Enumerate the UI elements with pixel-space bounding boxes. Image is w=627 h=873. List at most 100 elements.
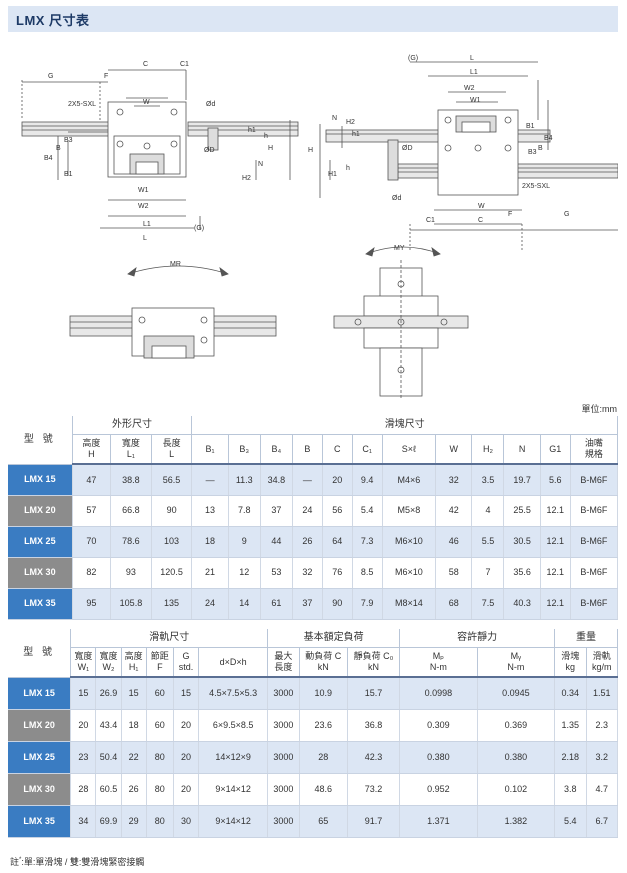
- table1-col-header-line2: L₁: [126, 448, 135, 459]
- table2-col-header-line2: W₂: [102, 661, 115, 672]
- table-cell: 20: [322, 464, 353, 496]
- table-cell: 80: [146, 805, 174, 838]
- table-cell: 93: [110, 557, 152, 589]
- dim-W-right: W: [478, 203, 485, 210]
- table-cell: 73.2: [347, 773, 401, 806]
- dim-C1-right: C1: [426, 217, 435, 224]
- dim-N-right: N: [332, 115, 337, 122]
- table-cell: 1.371: [399, 805, 478, 838]
- table-cell: 1.382: [477, 805, 556, 838]
- table-cell: 13: [191, 495, 229, 527]
- table1-col-header-line1: B₁: [205, 443, 215, 454]
- dim-B4-left: B4: [44, 155, 53, 162]
- table1-col-header-line2: 規格: [584, 448, 603, 459]
- table-cell: 57: [72, 495, 112, 527]
- table-cell: 24: [292, 495, 323, 527]
- model-label: LMX 25: [8, 526, 73, 558]
- dim-G-small-left: (G): [194, 225, 204, 232]
- table1-col-header: C: [322, 434, 353, 465]
- table-cell: 64: [322, 526, 353, 558]
- footnote-mark: *: [19, 857, 22, 863]
- table-cell: 7.9: [352, 588, 383, 620]
- table2-col-header-line2: kg/m: [591, 661, 612, 672]
- dim-h-left: h: [264, 133, 268, 140]
- table1-col-header: B₄: [260, 434, 293, 465]
- table-cell: 9.4: [352, 464, 383, 496]
- table-cell: 42: [435, 495, 473, 527]
- dim-H2-right: H2: [346, 119, 355, 126]
- table1-col-header-line2: H: [88, 448, 95, 459]
- dim-L1-left: L1: [143, 221, 151, 228]
- table-cell: 135: [151, 588, 193, 620]
- table-cell: 32: [435, 464, 473, 496]
- table1-col-header: B₁: [191, 434, 229, 465]
- footnote-text: :單:單滑塊 / 雙:雙滑塊緊密接觸: [21, 857, 145, 867]
- dim-H2-left: H2: [242, 175, 251, 182]
- model-label: LMX 20: [8, 709, 72, 742]
- table-cell: 5.4: [554, 805, 587, 838]
- table1-col-header-line1: N: [518, 443, 526, 454]
- table-cell: 7.5: [471, 588, 505, 620]
- table2-col-header-line1: 滑軌: [592, 651, 611, 662]
- table-cell: 5.4: [352, 495, 383, 527]
- dim-D-right: ØD: [402, 145, 413, 152]
- model-label: LMX 15: [8, 464, 73, 496]
- table-cell: 0.952: [399, 773, 478, 806]
- table-cell: B-M6F: [570, 588, 619, 620]
- dim-W1-right: W1: [470, 97, 481, 104]
- table1-col-header: H₂: [471, 434, 505, 465]
- table-cell: 15: [70, 677, 97, 710]
- table-cell: 15.7: [347, 677, 401, 710]
- table-cell: 0.369: [477, 709, 556, 742]
- table1-col-header-line1: W: [449, 443, 459, 454]
- table-cell: 9×14×12: [198, 773, 269, 806]
- t1-group-outer: 外形尺寸: [72, 416, 193, 435]
- table-cell: 38.8: [110, 464, 152, 496]
- dim-B1-right: B1: [526, 123, 535, 130]
- table2-col-header-line1: 寬度: [99, 651, 118, 662]
- table1-col-header-line1: C₁: [362, 443, 372, 454]
- table1-col-header: G1: [540, 434, 571, 465]
- table-cell: 78.6: [110, 526, 152, 558]
- title-bar: LMX 尺寸表: [8, 6, 618, 32]
- table-cell: 56.5: [151, 464, 193, 496]
- table2-col-header-line2: kN: [367, 661, 379, 672]
- table-cell: 0.309: [399, 709, 478, 742]
- table-cell: 3000: [267, 773, 300, 806]
- table2-col-header-line1: 高度: [124, 651, 143, 662]
- table-cell: 90: [151, 495, 193, 527]
- table-cell: M4×6: [382, 464, 437, 496]
- model-label: LMX 35: [8, 588, 73, 620]
- table2-col-header-line1: 靜負荷 C₀: [353, 651, 394, 662]
- table-cell: 6×9.5×8.5: [198, 709, 269, 742]
- table-cell: 70: [72, 526, 112, 558]
- table1-col-header-line2: L: [169, 448, 175, 459]
- table2-col-header-line1: 寬度: [74, 651, 93, 662]
- table-cell: 76: [322, 557, 353, 589]
- table-cell: 47: [72, 464, 112, 496]
- table-cell: 95: [72, 588, 112, 620]
- table2-col-header-line2: kg: [565, 661, 576, 672]
- table-cell: 20: [173, 773, 200, 806]
- table-cell: 2.18: [554, 741, 587, 774]
- table-cell: 26: [121, 773, 147, 806]
- table-cell: 12: [228, 557, 261, 589]
- table-cell: 80: [146, 741, 174, 774]
- table-cell: 0.34: [554, 677, 587, 710]
- table2-col-header-line2: N-m: [507, 661, 525, 672]
- table-cell: 0.0998: [399, 677, 478, 710]
- table-cell: 20: [70, 709, 97, 742]
- table-cell: 28: [299, 741, 348, 774]
- table2-col-header-line2: W₁: [77, 661, 90, 672]
- table-cell: 61: [260, 588, 293, 620]
- technical-drawing: G F C C1 2X5-SXL W W1 W2 L1 L H h1 h N H…: [21, 55, 618, 398]
